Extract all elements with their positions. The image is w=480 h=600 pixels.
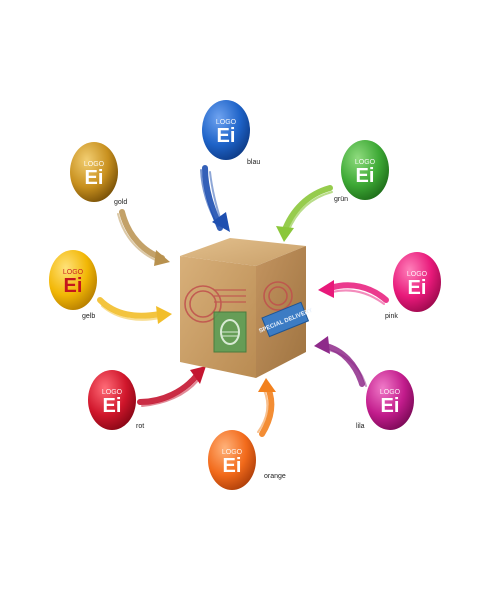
egg-logo-small: LOGO bbox=[355, 159, 376, 166]
egg-logo-big: Ei bbox=[64, 275, 83, 297]
label-lila: lila bbox=[356, 423, 365, 430]
arrow-rot bbox=[137, 366, 206, 407]
egg-logo-small: LOGO bbox=[222, 449, 243, 456]
box-top bbox=[180, 238, 306, 266]
arrow-orange bbox=[257, 378, 276, 437]
egg-logo-big: Ei bbox=[217, 125, 236, 147]
label-blau: blau bbox=[247, 159, 260, 166]
egg-logo-small: LOGO bbox=[380, 389, 401, 396]
egg-logo-big: Ei bbox=[408, 277, 427, 299]
egg-blau[interactable]: LOGO Ei bbox=[202, 100, 250, 160]
egg-logo-small: LOGO bbox=[216, 119, 237, 126]
label-gold: gold bbox=[114, 199, 127, 206]
egg-pink[interactable]: LOGO Ei bbox=[393, 252, 441, 312]
arrow-pink bbox=[318, 280, 389, 305]
egg-stamp-icon bbox=[220, 319, 240, 345]
egg-gold[interactable]: LOGO Ei bbox=[70, 142, 118, 202]
label-rot: rot bbox=[136, 423, 144, 430]
label-gruen: grün bbox=[334, 196, 348, 203]
egg-logo-small: LOGO bbox=[63, 269, 84, 276]
egg-logo-big: Ei bbox=[103, 395, 122, 417]
egg-rot[interactable]: LOGO Ei bbox=[88, 370, 136, 430]
egg-logo-big: Ei bbox=[223, 455, 242, 477]
arrow-gold bbox=[117, 209, 170, 266]
egg-gelb[interactable]: LOGO Ei bbox=[49, 250, 97, 310]
label-gelb: gelb bbox=[82, 313, 95, 320]
egg-logo-small: LOGO bbox=[84, 161, 105, 168]
egg-lila[interactable]: LOGO Ei bbox=[366, 370, 414, 430]
egg-logo-small: LOGO bbox=[102, 389, 123, 396]
egg-logo-big: Ei bbox=[381, 395, 400, 417]
label-orange: orange bbox=[264, 473, 286, 480]
arrow-gruen bbox=[276, 185, 333, 242]
egg-logo-big: Ei bbox=[85, 167, 104, 189]
special-delivery-label bbox=[261, 301, 310, 338]
egg-logo-big: Ei bbox=[356, 165, 375, 187]
arrow-blau bbox=[200, 165, 230, 232]
arrow-lila bbox=[314, 336, 367, 387]
egg-gruen[interactable]: LOGO Ei bbox=[341, 140, 389, 200]
egg-orange[interactable]: LOGO Ei bbox=[208, 430, 256, 490]
label-pink: pink bbox=[385, 313, 398, 320]
postmark-front bbox=[184, 285, 246, 323]
egg-logo-small: LOGO bbox=[407, 271, 428, 278]
arrow-gelb bbox=[97, 297, 172, 324]
postmark-side bbox=[263, 281, 293, 311]
delivery-box: SPECIAL DELIVERY bbox=[180, 238, 314, 378]
